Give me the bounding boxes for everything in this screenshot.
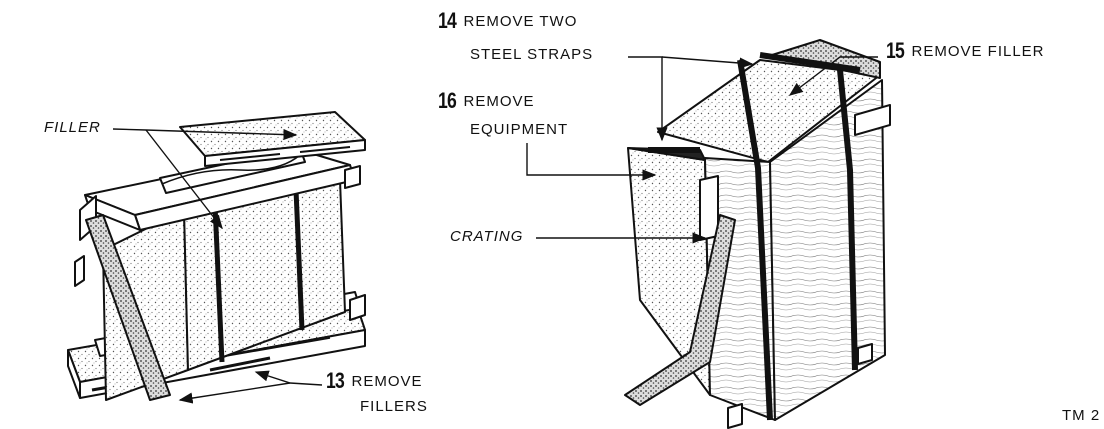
filler-label: FILLER — [44, 119, 101, 137]
step16-callout: 16 REMOVE — [438, 88, 535, 113]
step14-callout: 14 REMOVE TWO — [438, 8, 578, 33]
step14-line2: STEEL STRAPS — [470, 46, 594, 63]
step13-line2: FILLERS — [360, 398, 428, 415]
step13-number: 13 — [326, 368, 345, 393]
step14-line1: REMOVE TWO — [463, 13, 578, 30]
step16-line1: REMOVE — [463, 93, 535, 110]
right-crate-drawing — [624, 39, 891, 429]
step13-callout: 13 REMOVE — [326, 368, 423, 393]
filler-leader-lines — [112, 128, 298, 230]
step13-leader-lines — [178, 370, 323, 404]
step14-leader-lines — [628, 56, 754, 142]
figure-code-text: TM 2 — [1062, 407, 1101, 424]
step13-line2-wrap: FILLERS — [360, 398, 428, 416]
step14-line2-wrap: STEEL STRAPS — [470, 46, 593, 64]
step16-line2: EQUIPMENT — [470, 121, 569, 138]
step15-leader-line — [788, 56, 878, 96]
step15-callout: 15 REMOVE FILLER — [886, 38, 1045, 63]
filler-label-text: FILLER — [44, 119, 101, 136]
step16-leader-line — [526, 143, 657, 181]
figure-code: TM 2 — [1062, 407, 1100, 425]
step13-line1: REMOVE — [351, 373, 423, 390]
step15-number: 15 — [886, 38, 905, 63]
left-crate-drawing — [67, 111, 366, 401]
step15-line1: REMOVE FILLER — [911, 43, 1045, 60]
step16-number: 16 — [438, 88, 457, 113]
step16-line2-wrap: EQUIPMENT — [470, 121, 568, 139]
crating-label: CRATING — [450, 228, 523, 246]
crating-label-text: CRATING — [450, 228, 524, 245]
step14-number: 14 — [438, 8, 457, 33]
